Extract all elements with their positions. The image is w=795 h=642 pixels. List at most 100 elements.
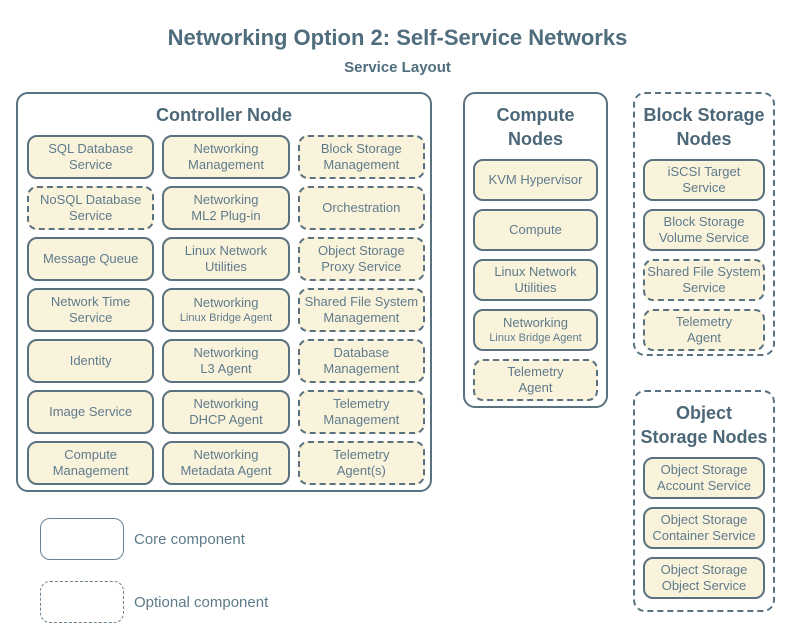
block-storage-title-line2: Nodes	[676, 129, 732, 149]
service-label: Shared File System	[304, 294, 419, 309]
service-compute-management: Compute Management	[27, 441, 155, 485]
service-label-line2: Service	[68, 208, 113, 223]
object-storage-nodes-group: Object Storage Nodes Object Storage Acco…	[633, 390, 775, 612]
service-label: Telemetry	[333, 396, 390, 411]
compute-nodes-title: Compute Nodes	[465, 103, 606, 151]
service-label-line2: Account Service	[657, 478, 751, 493]
service-label-line2: Agent	[687, 330, 721, 345]
service-label: Networking	[193, 141, 259, 156]
service-label: Object Storage	[660, 512, 748, 527]
service-label-line2: Container Service	[652, 528, 756, 543]
service-shared-file-system-management: Shared File System Management	[297, 288, 425, 332]
block-storage-nodes-group: Block Storage Nodes iSCSI Target Service…	[633, 92, 775, 356]
service-shared-file-system-service: Shared File System Service	[643, 259, 765, 301]
compute-nodes-title-line2: Nodes	[507, 129, 563, 149]
controller-services-grid: SQL Database Service Networking Manageme…	[27, 135, 425, 485]
page-subtitle: Service Layout	[344, 59, 451, 76]
service-networking-dhcp-agent: Networking DHCP Agent	[162, 390, 290, 434]
service-label: Networking	[193, 295, 259, 310]
service-label-line2: Management	[323, 412, 400, 427]
compute-services-stack: KVM Hypervisor Compute Linux Network Uti…	[473, 159, 598, 401]
service-label: Compute	[64, 447, 118, 462]
service-networking-linux-bridge-agent: Networking Linux Bridge Agent	[473, 309, 598, 351]
service-object-storage-object: Object Storage Object Service	[643, 557, 765, 599]
service-label: Network Time	[50, 294, 131, 309]
service-label-line2: Linux Bridge Agent	[179, 312, 273, 324]
service-telemetry-management: Telemetry Management	[297, 390, 425, 434]
service-label: Telemetry	[507, 364, 564, 379]
service-label: Networking	[193, 192, 259, 207]
controller-node-group: Controller Node SQL Database Service Net…	[16, 92, 432, 492]
service-label: Telemetry	[333, 447, 390, 462]
service-label-line2: ML2 Plug-in	[191, 208, 261, 223]
service-label-line2: Metadata Agent	[180, 463, 272, 478]
service-label: Image Service	[49, 404, 133, 419]
block-storage-services-stack: iSCSI Target Service Block Storage Volum…	[643, 159, 765, 351]
service-orchestration: Orchestration	[297, 186, 425, 230]
service-sql-database: SQL Database Service	[27, 135, 155, 179]
service-label: Telemetry	[675, 314, 733, 329]
object-storage-services-stack: Object Storage Account Service Object St…	[643, 457, 765, 599]
service-label: Shared File System	[647, 264, 761, 279]
block-storage-title-line1: Block Storage	[643, 105, 765, 125]
service-label-line2: Service	[682, 180, 726, 195]
service-label-line2: Object Service	[661, 578, 747, 593]
block-storage-nodes-title: Block Storage Nodes	[635, 103, 773, 151]
service-label-line2: Proxy Service	[321, 259, 402, 274]
service-label: Linux Network	[494, 264, 577, 279]
service-label-line2: Management	[323, 157, 400, 172]
legend-optional-label: Optional component	[134, 593, 269, 611]
service-label-line2: L3 Agent	[200, 361, 252, 376]
service-nosql-database: NoSQL Database Service	[27, 186, 155, 230]
service-label: Networking	[193, 345, 259, 360]
service-networking-l3-agent: Networking L3 Agent	[162, 339, 290, 383]
legend-core-label: Core component	[134, 530, 245, 548]
service-label: KVM Hypervisor	[488, 172, 583, 187]
service-telemetry-agents: Telemetry Agent(s)	[297, 441, 425, 485]
service-block-storage-volume: Block Storage Volume Service	[643, 209, 765, 251]
service-label-line2: Agent(s)	[336, 463, 386, 478]
service-label-line2: Management	[52, 463, 129, 478]
service-object-storage-account: Object Storage Account Service	[643, 457, 765, 499]
page-title: Networking Option 2: Self-Service Networ…	[167, 25, 628, 50]
service-telemetry-agent: Telemetry Agent	[643, 309, 765, 351]
service-label-line2: Service	[682, 280, 726, 295]
service-label: Networking	[193, 396, 259, 411]
service-kvm-hypervisor: KVM Hypervisor	[473, 159, 598, 201]
service-label: Object Storage	[660, 562, 748, 577]
service-label-line2: Management	[323, 310, 400, 325]
service-networking-ml2-plugin: Networking ML2 Plug-in	[162, 186, 290, 230]
object-storage-nodes-title: Object Storage Nodes	[635, 401, 773, 449]
service-label: Orchestration	[322, 200, 401, 215]
service-label-line2: Linux Bridge Agent	[489, 332, 582, 344]
service-label: Networking	[193, 447, 259, 462]
service-label-line2: Service	[68, 157, 113, 172]
service-linux-network-utilities: Linux Network Utilities	[162, 237, 290, 281]
service-label: Identity	[69, 353, 112, 368]
service-block-storage-management: Block Storage Management	[297, 135, 425, 179]
legend-core-swatch	[40, 518, 124, 560]
service-object-storage-container: Object Storage Container Service	[643, 507, 765, 549]
service-database-management: Database Management	[297, 339, 425, 383]
service-label: Linux Network	[184, 243, 268, 258]
service-linux-network-utilities: Linux Network Utilities	[473, 259, 598, 301]
service-iscsi-target: iSCSI Target Service	[643, 159, 765, 201]
service-label: Block Storage	[663, 214, 745, 229]
service-label: Networking	[502, 315, 569, 330]
service-networking-linux-bridge-agent: Networking Linux Bridge Agent	[162, 288, 290, 332]
service-label: Object Storage	[660, 462, 748, 477]
service-label-line2: Utilities	[205, 259, 247, 274]
service-label: Database	[333, 345, 390, 360]
service-networking-metadata-agent: Networking Metadata Agent	[162, 441, 290, 485]
legend-optional-swatch	[40, 581, 124, 623]
service-label-line2: Management	[188, 157, 264, 172]
service-label: NoSQL Database	[39, 192, 142, 207]
service-telemetry-agent: Telemetry Agent	[473, 359, 598, 401]
service-label-line2: Service	[68, 310, 113, 325]
service-image-service: Image Service	[27, 390, 155, 434]
object-storage-title-line2: Storage Nodes	[640, 427, 768, 447]
controller-node-title: Controller Node	[18, 103, 430, 127]
service-label-line2: Management	[323, 361, 400, 376]
service-identity: Identity	[27, 339, 155, 383]
